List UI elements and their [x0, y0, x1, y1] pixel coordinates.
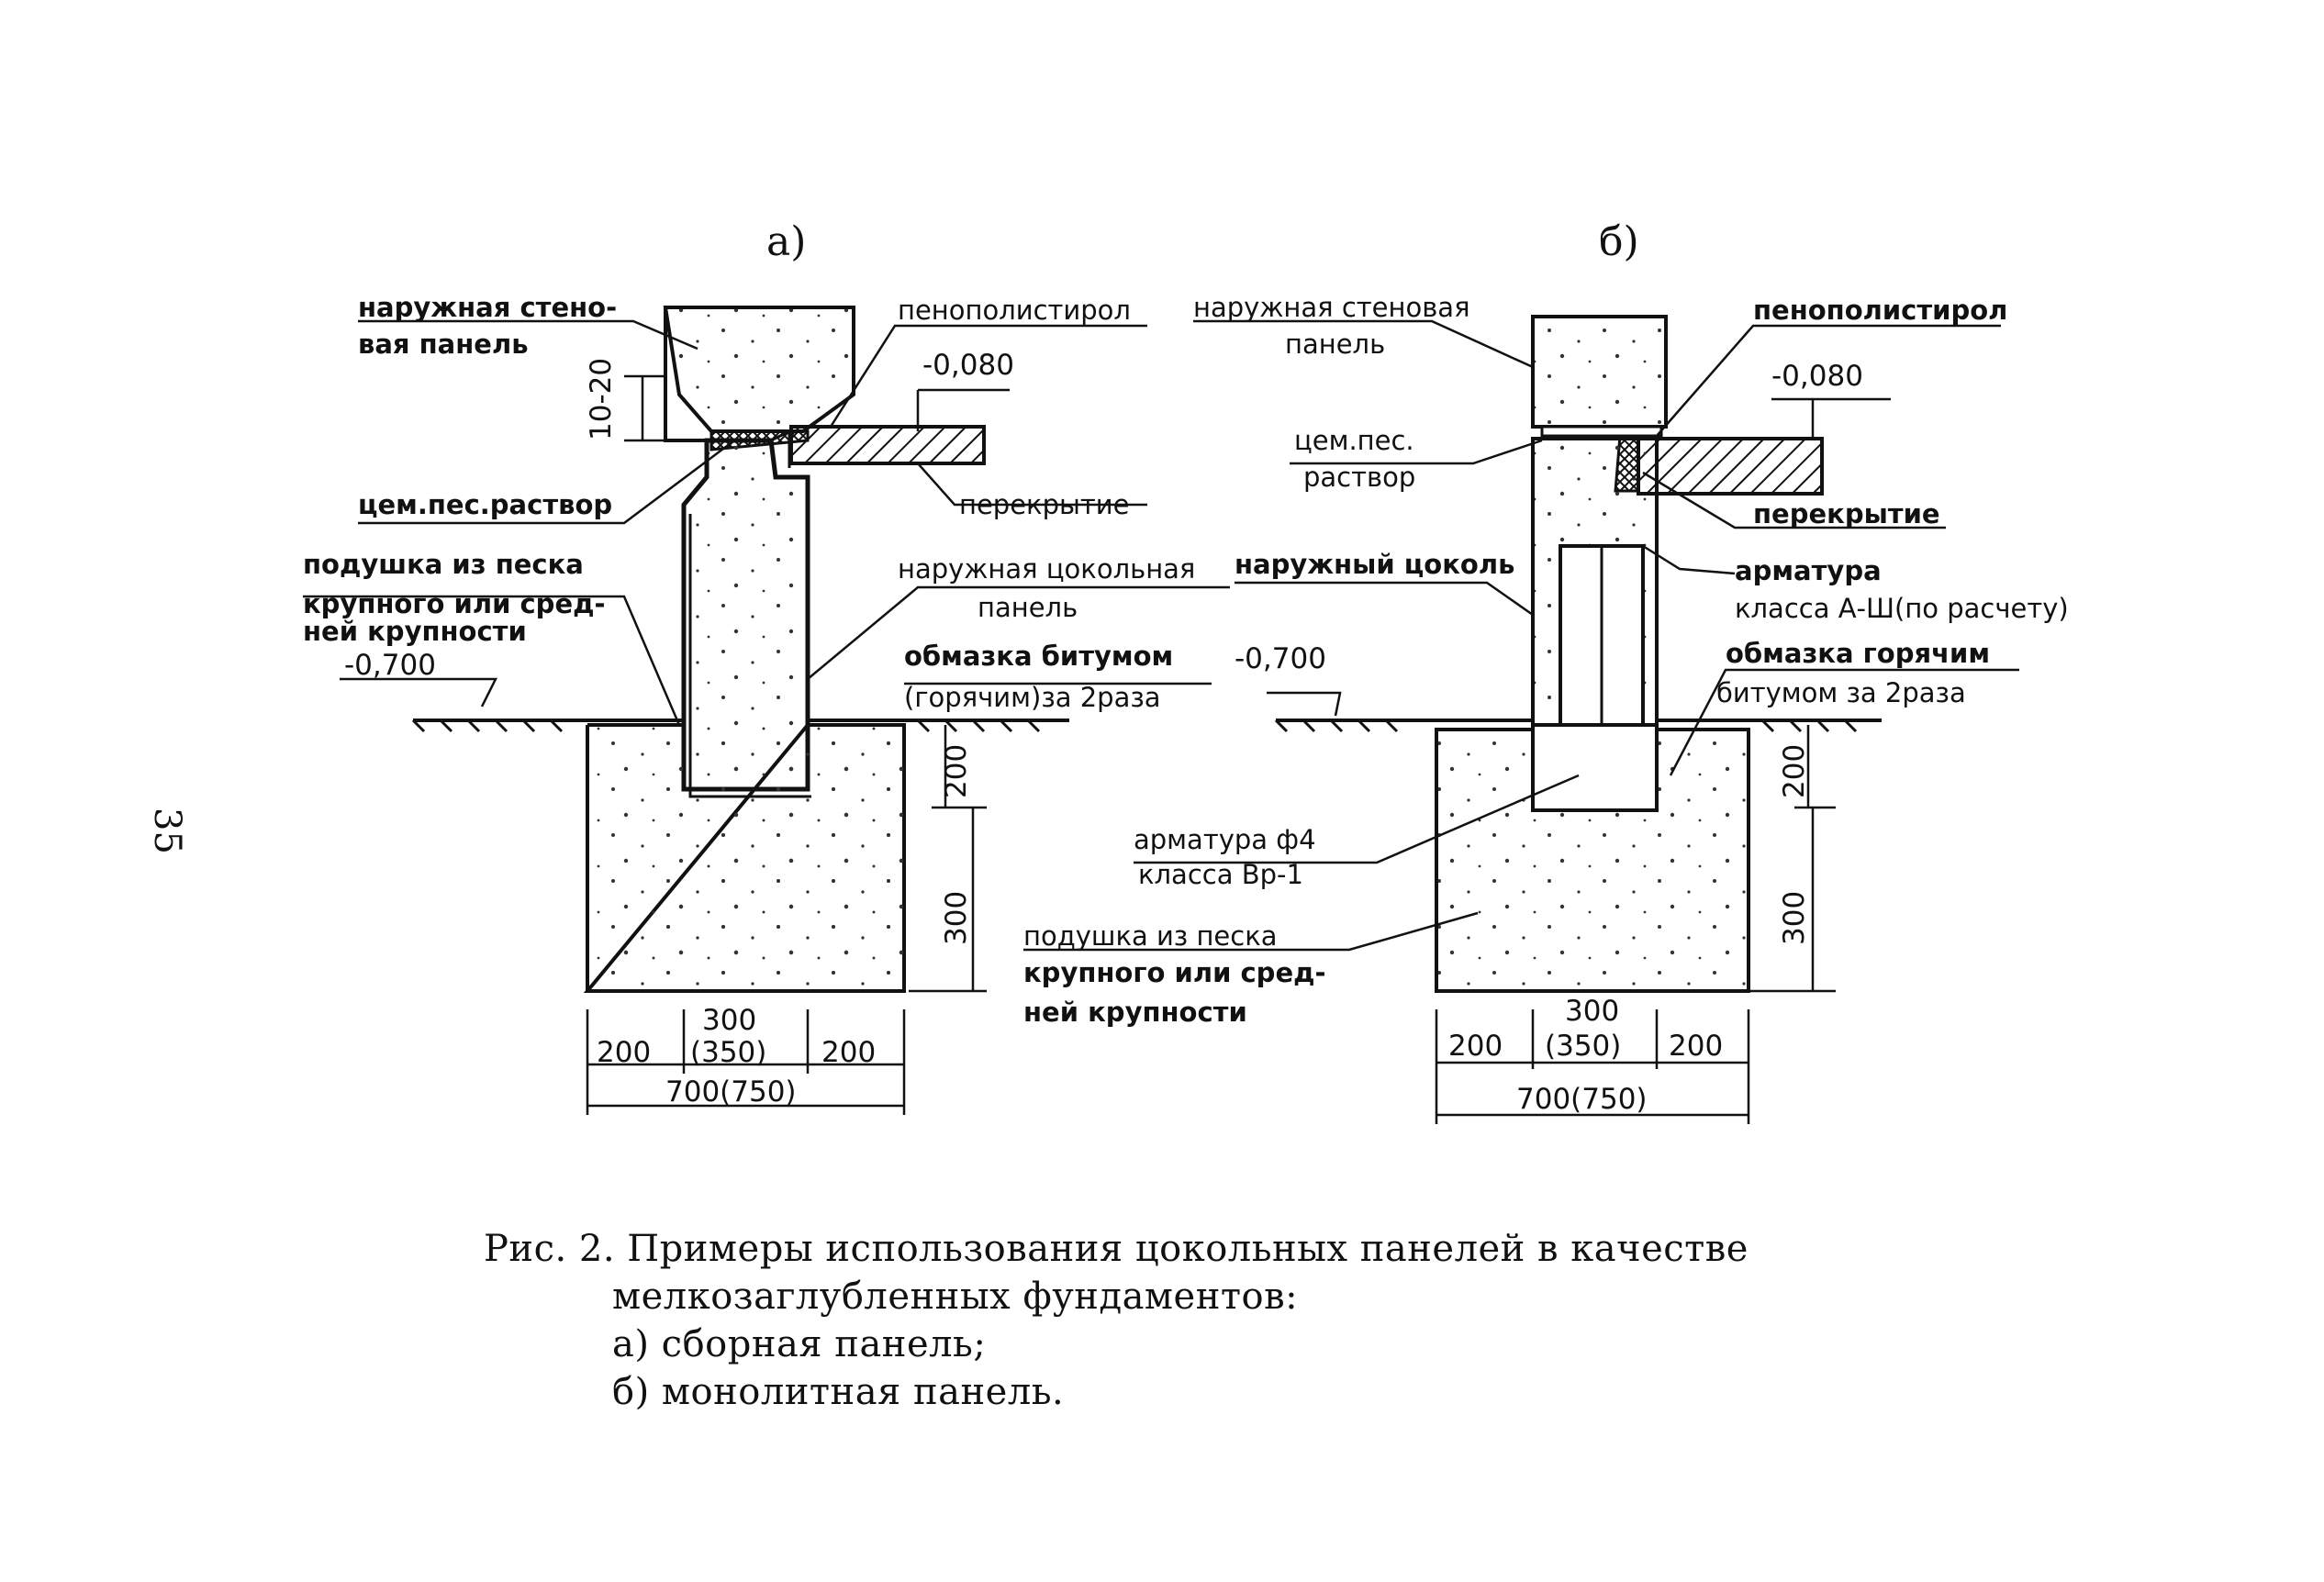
dimensions-a	[586, 725, 987, 1115]
label-level-top-b: -0,080	[1771, 360, 1863, 393]
outer-wall-panel-b	[1531, 315, 1668, 429]
label-cushion-b-1: подушка из песка	[1023, 920, 1277, 952]
label-dim-300-b: 300	[1565, 995, 1619, 1028]
caption-line-4: б) монолитная панель.	[612, 1371, 1065, 1413]
label-outer-wall-b-2: панель	[1285, 329, 1385, 360]
figure-b: б)	[1023, 218, 2069, 1124]
label-cushion-b-3: ней крупности	[1023, 997, 1247, 1028]
floor-slab-a	[789, 425, 986, 465]
label-level-ground-a: -0,700	[344, 649, 436, 682]
label-outer-wall-a-2: вая панель	[358, 329, 529, 360]
caption-line-1: Рис. 2. Примеры использования цокольных …	[484, 1228, 1749, 1270]
figure-a-title: а)	[766, 218, 806, 265]
label-dim-total-a: 700(750)	[665, 1075, 797, 1109]
label-plinth-a-1: наружная цокольная	[898, 553, 1195, 585]
label-dim-350-b: (350)	[1545, 1030, 1621, 1063]
figure-a: а)	[303, 218, 1230, 1115]
label-level-top-a: -0,080	[922, 349, 1014, 382]
label-dim-200-left-b: 200	[1448, 1030, 1503, 1063]
label-plinth-a-2: панель	[978, 592, 1078, 623]
label-slab-a: перекрытие	[959, 489, 1129, 520]
caption-line-2: мелкозаглубленных фундаментов:	[612, 1276, 1299, 1318]
mortar-joint-b	[1540, 425, 1663, 438]
label-outer-wall-a-1: наружная стено-	[358, 292, 617, 323]
label-bitumen-a-2: (горячим)за 2раза	[904, 682, 1161, 713]
label-bitumen-a-1: обмазка битумом	[904, 641, 1173, 672]
label-dim-300v-b: 300	[1778, 891, 1811, 945]
ground-line-a	[411, 719, 1069, 733]
label-dim-300-a: 300	[702, 1004, 756, 1037]
label-dim-10-20-a: 10-20	[585, 358, 618, 440]
label-polystyrene-b: пенополистирол	[1753, 295, 2007, 326]
label-mortar-b-2: раствор	[1303, 462, 1415, 493]
label-dim-350-a: (350)	[690, 1036, 766, 1069]
label-dim-200-a: 200	[940, 744, 973, 798]
label-rebar-b-2: класса А-Ш(по расчету)	[1735, 593, 2069, 624]
label-rebar-b-1: арматура	[1735, 555, 1882, 586]
label-plinth-b: наружный цоколь	[1235, 549, 1514, 580]
label-cushion-a-3: ней крупности	[303, 616, 527, 647]
leaders-a	[303, 319, 1230, 726]
label-level-ground-b: -0,700	[1235, 642, 1326, 675]
figure-caption: Рис. 2. Примеры использования цокольных …	[484, 1225, 1749, 1416]
label-dim-200-left-a: 200	[597, 1036, 651, 1069]
label-dim-200-right-a: 200	[821, 1036, 876, 1069]
label-mortar-b-1: цем.пес.	[1294, 425, 1414, 456]
label-dim-200-right-b: 200	[1669, 1030, 1723, 1063]
floor-slab-b	[1637, 437, 1824, 496]
figure-b-title: б)	[1599, 218, 1639, 265]
label-polystyrene-a: пенополистирол	[898, 295, 1131, 326]
label-dim-200-b: 200	[1778, 744, 1811, 798]
label-outer-wall-b-1: наружная стеновая	[1193, 292, 1470, 323]
label-slab-b: перекрытие	[1753, 498, 1940, 529]
label-cushion-b-2: крупного или сред-	[1023, 957, 1326, 988]
outer-wall-panel-a	[663, 306, 855, 442]
label-dim-total-b: 700(750)	[1516, 1083, 1648, 1116]
label-dim-300v-a: 300	[940, 891, 973, 945]
ground-line-b	[1274, 719, 1882, 733]
leaders-b	[1023, 319, 2019, 952]
label-bitumen-b-1: обмазка горячим	[1726, 638, 1990, 669]
label-cushion-a-2: крупного или сред-	[303, 588, 606, 619]
label-cushion-a-1: подушка из песка	[303, 549, 584, 580]
label-bitumen-b-2: битумом за 2раза	[1716, 677, 1966, 708]
label-rebar-f4-b-2: класса Вр-1	[1138, 859, 1303, 890]
label-rebar-f4-b-1: арматура ф4	[1134, 824, 1316, 855]
dimensions-b	[1435, 725, 1836, 1124]
label-mortar-a: цем.пес.раствор	[358, 489, 612, 520]
caption-line-3: а) сборная панель;	[612, 1323, 987, 1365]
